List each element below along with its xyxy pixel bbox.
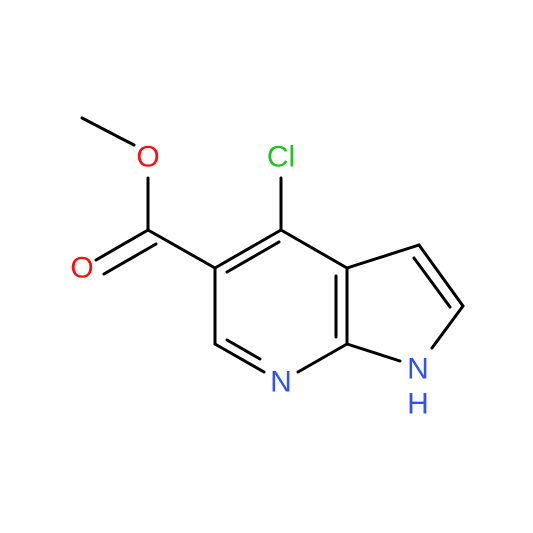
- bond-c3-c2: [417, 243, 465, 308]
- ester-oxygen-label: O: [136, 141, 159, 174]
- chlorine-label: Cl: [267, 141, 295, 174]
- bond-c3-c2-inner: [412, 256, 452, 309]
- bond-c3a-c3: [345, 243, 421, 270]
- bond-c7a-n7: [296, 342, 349, 374]
- bond-carbonyl-c5: [146, 228, 217, 270]
- pyridine-nitrogen-label: N: [270, 366, 292, 399]
- carbonyl-oxygen-label: O: [70, 252, 93, 285]
- bond-c5-c4-inner: [225, 240, 281, 274]
- bond-n7-c6-inner: [225, 338, 262, 361]
- pyrrole-nitrogen-label: N: [407, 353, 429, 386]
- bond-carbonyl-double-2: [102, 242, 158, 276]
- bond-carbonyl-double-1: [94, 228, 150, 262]
- bond-c4-c3a: [279, 228, 349, 270]
- bond-c5-c4: [213, 228, 283, 270]
- bond-c2-n1: [430, 304, 465, 350]
- bond-n1-c7a: [345, 342, 402, 363]
- bond-methyl-o: [80, 116, 136, 147]
- pyrrole-hydrogen-label: H: [407, 388, 429, 421]
- bond-n7-c6: [213, 342, 266, 374]
